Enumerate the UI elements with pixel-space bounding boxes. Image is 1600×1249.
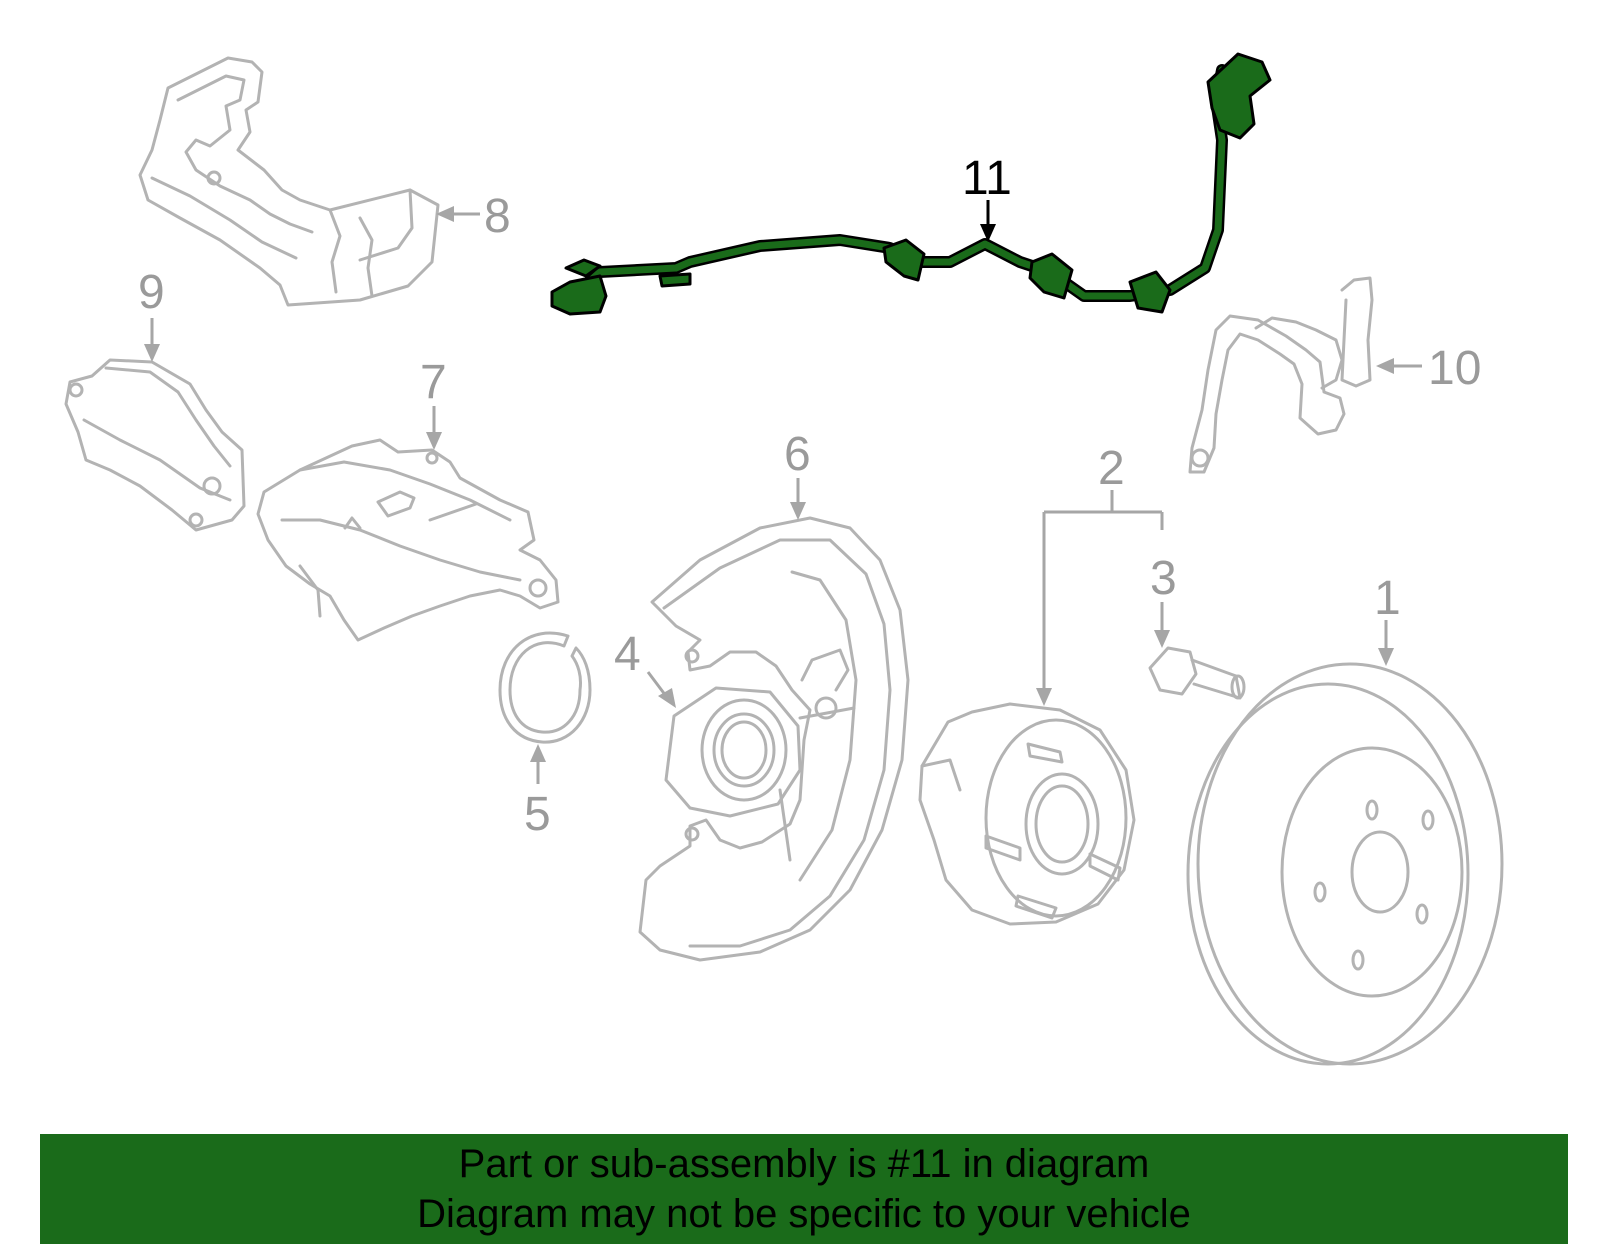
callout-6: 6 <box>784 428 811 481</box>
leader-lines <box>144 200 1422 784</box>
callout-1: 1 <box>1374 572 1401 625</box>
callout-11: 11 <box>962 152 1012 205</box>
callout-labels: 1 2 3 4 5 6 7 8 9 10 11 <box>138 152 1481 841</box>
callout-8: 8 <box>484 190 511 243</box>
part-11-speed-sensor-harness[interactable] <box>550 52 1272 316</box>
part-10-brake-hose[interactable] <box>1188 276 1374 474</box>
callout-5: 5 <box>524 788 551 841</box>
part-4-bearing[interactable] <box>664 686 802 818</box>
callout-4: 4 <box>614 628 641 681</box>
callout-3: 3 <box>1150 552 1177 605</box>
parts-diagram: 1 2 3 4 5 6 7 8 9 10 11 <box>64 52 1504 1066</box>
part-1-rotor[interactable] <box>1186 662 1504 1066</box>
callout-10: 10 <box>1428 342 1481 395</box>
callout-2: 2 <box>1098 442 1125 495</box>
part-8-caliper-bracket[interactable] <box>138 56 440 307</box>
banner-line-part-number: Part or sub-assembly is #11 in diagram <box>458 1142 1150 1186</box>
part-3-bolt[interactable] <box>1148 646 1246 700</box>
callout-9: 9 <box>138 266 165 319</box>
part-2-hub[interactable] <box>918 702 1136 926</box>
callout-7: 7 <box>420 356 447 409</box>
info-banner: Part or sub-assembly is #11 in diagram D… <box>40 1134 1568 1244</box>
part-7-caliper[interactable] <box>256 438 560 642</box>
banner-line-disclaimer: Diagram may not be specific to your vehi… <box>417 1192 1191 1236</box>
part-9-brake-pad[interactable] <box>64 358 246 532</box>
part-5-snap-ring[interactable] <box>498 631 592 744</box>
part-6-splash-shield[interactable] <box>638 516 910 962</box>
